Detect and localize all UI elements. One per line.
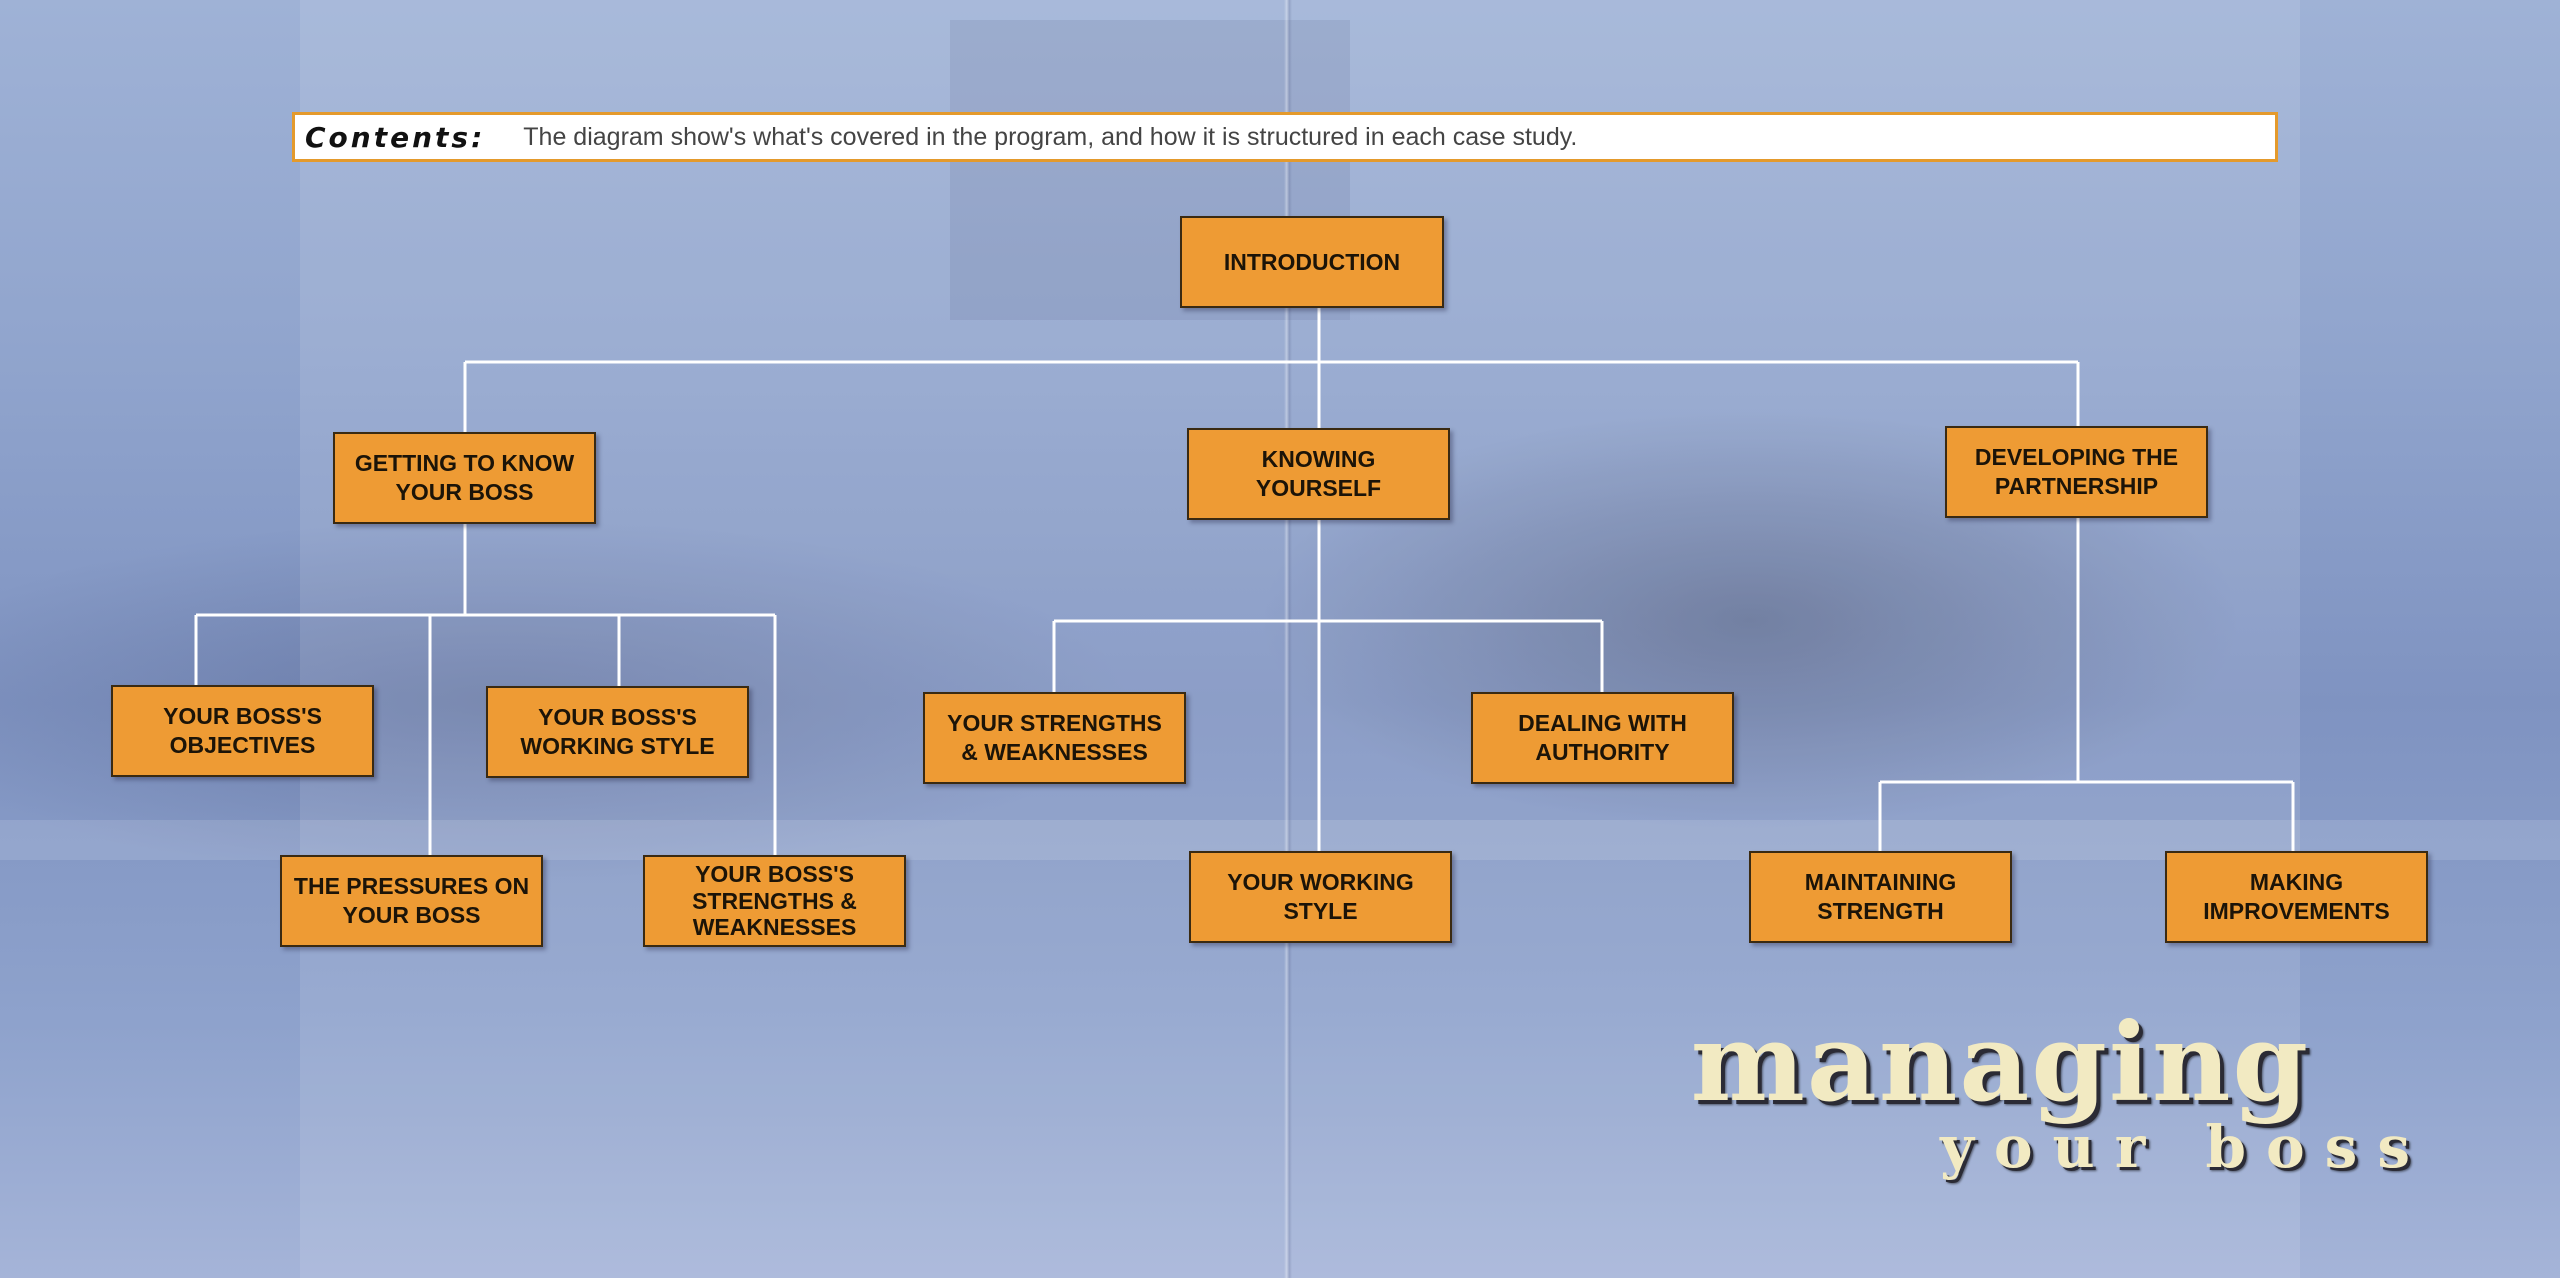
node-getting-to-know-your-boss: GETTING TO KNOW YOUR BOSS <box>333 432 596 524</box>
node-your-working-style: YOUR WORKING STYLE <box>1189 851 1452 943</box>
node-dealing-with-authority: DEALING WITH AUTHORITY <box>1471 692 1734 784</box>
contents-bar: Contents: The diagram show's what's cove… <box>292 112 2278 162</box>
node-pressures-on-your-boss: THE PRESSURES ON YOUR BOSS <box>280 855 543 947</box>
node-your-boss-working-style: YOUR BOSS'S WORKING STYLE <box>486 686 749 778</box>
node-knowing-yourself: KNOWING YOURSELF <box>1187 428 1450 520</box>
contents-description: The diagram show's what's covered in the… <box>523 122 1578 151</box>
node-your-boss-strengths-weaknesses: YOUR BOSS'S STRENGTHS & WEAKNESSES <box>643 855 906 947</box>
title-your-boss: your boss <box>1940 1113 2430 1181</box>
node-your-boss-objectives: YOUR BOSS'S OBJECTIVES <box>111 685 374 777</box>
node-introduction: INTRODUCTION <box>1180 216 1444 308</box>
node-maintaining-strength: MAINTAINING STRENGTH <box>1749 851 2012 943</box>
page-fold <box>1284 0 1292 1278</box>
contents-label: Contents: <box>305 120 486 154</box>
node-making-improvements: MAKING IMPROVEMENTS <box>2165 851 2428 943</box>
node-your-strengths-weaknesses: YOUR STRENGTHS & WEAKNESSES <box>923 692 1186 784</box>
node-developing-the-partnership: DEVELOPING THE PARTNERSHIP <box>1945 426 2208 518</box>
title-managing: managing <box>1690 1000 2310 1126</box>
